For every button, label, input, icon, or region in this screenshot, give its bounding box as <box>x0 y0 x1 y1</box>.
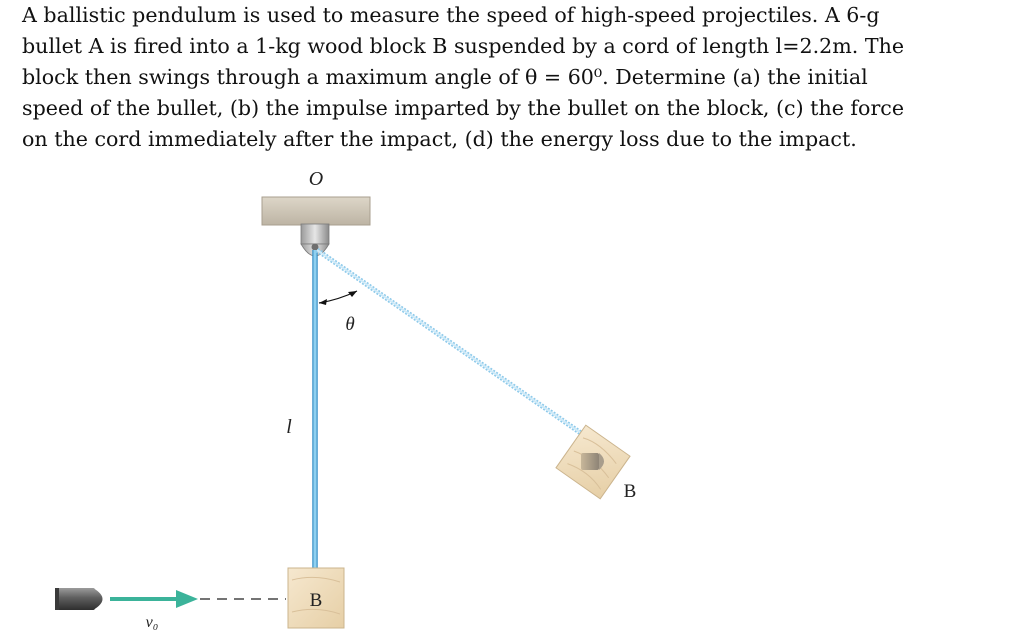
velocity-arrow <box>110 590 198 608</box>
problem-line-2: bullet A is fired into a 1-kg wood block… <box>22 34 905 58</box>
embedded-bullet <box>581 453 604 470</box>
angle-arc <box>318 290 358 305</box>
length-label: l <box>286 416 292 438</box>
bullet <box>55 588 103 610</box>
problem-statement: A ballistic pendulum is used to measure … <box>22 0 1012 155</box>
problem-line-3: block then swings through a maximum angl… <box>22 65 868 89</box>
ceiling-support <box>261 196 371 226</box>
block-rest <box>287 567 345 629</box>
block-label-rest: B <box>310 590 323 611</box>
velocity-label: v₀ <box>146 614 159 631</box>
block-label-swung: B <box>624 481 637 502</box>
problem-line-5: on the cord immediately after the impact… <box>22 127 857 151</box>
pivot-label: O <box>309 168 323 190</box>
problem-line-4: speed of the bullet, (b) the impulse imp… <box>22 96 905 120</box>
problem-line-1: A ballistic pendulum is used to measure … <box>22 3 880 27</box>
angle-label: θ <box>345 314 354 335</box>
block-swung <box>555 424 631 500</box>
cord-swung <box>315 247 590 441</box>
